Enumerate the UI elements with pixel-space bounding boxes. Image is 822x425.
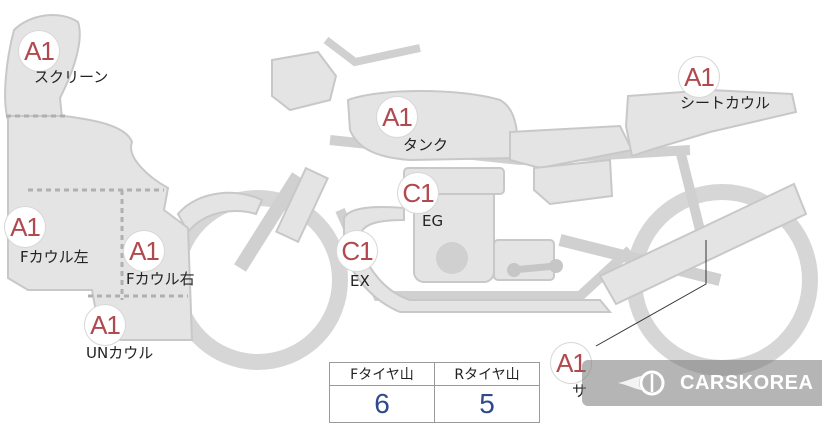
seat-cowl-shape	[624, 88, 798, 158]
front-tire-value: 6	[329, 385, 435, 423]
f-cowl-right-grade-badge: A1	[123, 230, 165, 272]
fork-upper	[275, 166, 329, 244]
engine-cover	[436, 242, 468, 274]
screen-grade-badge: A1	[18, 30, 60, 72]
rear-tire-value: 5	[434, 385, 540, 423]
watermark-text: CARSKOREA	[680, 371, 814, 394]
exhaust-grade-badge: C1	[336, 230, 378, 272]
side-cover	[533, 158, 614, 206]
front-tire-header: Fタイヤ山	[329, 362, 435, 386]
carskorea-watermark: CARSKOREA	[582, 360, 822, 406]
f-cowl-left-grade-badge: A1	[4, 206, 46, 248]
seat-cowl-grade-badge: A1	[678, 56, 720, 98]
front-fairing	[7, 115, 194, 341]
engine-grade-badge: C1	[397, 172, 439, 214]
under-cowl-label: UNカウル	[86, 344, 154, 362]
f-cowl-left-label: Fカウル左	[20, 248, 89, 266]
screen-label: スクリーン	[34, 68, 109, 86]
headlight	[271, 50, 338, 112]
gearbox	[493, 239, 555, 281]
rear-shock	[675, 148, 705, 232]
seat-shape	[509, 124, 634, 170]
engine-label: EG	[422, 212, 444, 230]
tire-tread-table: Fタイヤ山 Rタイヤ山 6 5	[329, 362, 540, 423]
flame-logo-icon	[618, 370, 665, 396]
handlebar	[323, 36, 421, 67]
tank-grade-badge: A1	[376, 96, 418, 138]
rear-tire-header: Rタイヤ山	[434, 362, 540, 386]
front-wheel	[168, 190, 348, 370]
f-cowl-right-label: Fカウル右	[126, 270, 195, 288]
muffler-leader-line	[595, 240, 707, 347]
front-fender	[176, 191, 264, 234]
under-cowl-grade-badge: A1	[84, 304, 126, 346]
muffler-shape	[598, 182, 808, 306]
tank-label: タンク	[403, 136, 449, 154]
exhaust-label: EX	[350, 272, 370, 290]
seat-cowl-label: シートカウル	[680, 94, 771, 112]
front-fork	[234, 172, 304, 272]
